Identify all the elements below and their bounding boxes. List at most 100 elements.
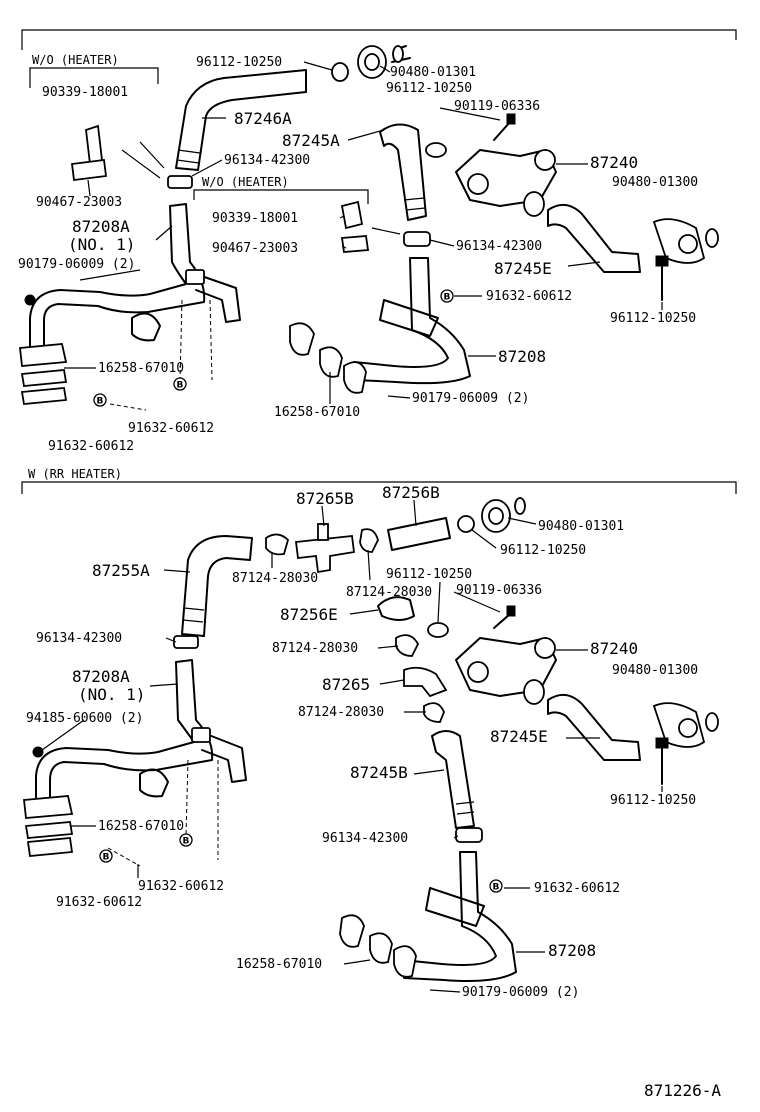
label-no1: (NO. 1) bbox=[68, 235, 135, 254]
label-87255A: 87255A bbox=[92, 561, 150, 580]
hose-87245A bbox=[379, 123, 427, 221]
label-90339-18001: 90339-18001 bbox=[212, 211, 298, 226]
clamp-96134-42300-bottom-b bbox=[455, 827, 483, 843]
label-96134-42300: 96134-42300 bbox=[224, 153, 310, 168]
top-leaders bbox=[64, 61, 663, 404]
gasket-16258-67010-bottom-a bbox=[339, 914, 365, 948]
clamp-96112-10250-bottom bbox=[457, 515, 475, 533]
gasket-16258-67010-bottom-b bbox=[369, 932, 393, 964]
label-90179-06009: 90179-06009 (2) bbox=[18, 257, 135, 272]
label-96112-10250: 96112-10250 bbox=[610, 793, 696, 808]
figure-id: 871226-A bbox=[644, 1081, 721, 1100]
plug-90339-18001-mid bbox=[340, 200, 364, 230]
flange-bottom bbox=[23, 795, 74, 819]
hose-87256B bbox=[387, 517, 451, 551]
mid-section-title: W/O (HEATER) bbox=[202, 175, 289, 189]
label-90480-01301: 90480-01301 bbox=[538, 519, 624, 534]
label-96112-10250: 96112-10250 bbox=[386, 567, 472, 582]
label-91632-60612: 91632-60612 bbox=[128, 421, 214, 436]
clamp-96134-42300-mid bbox=[403, 231, 431, 247]
label-87245E: 87245E bbox=[494, 259, 552, 278]
section-frames: W/O (HEATER) W/O (HEATER) W (RR HEATER) bbox=[21, 29, 737, 494]
bolt-90119-06336-top bbox=[506, 113, 516, 125]
clamp-87124-28030-d bbox=[423, 702, 445, 723]
label-90179-06009: 90179-06009 (2) bbox=[462, 985, 579, 1000]
label-96112-10250: 96112-10250 bbox=[196, 55, 282, 70]
elbow-87265 bbox=[403, 666, 448, 698]
label-90339-18001: 90339-18001 bbox=[42, 85, 128, 100]
label-87245A: 87245A bbox=[282, 131, 340, 150]
label-16258-67010: 16258-67010 bbox=[98, 361, 184, 376]
bottom-labels: 87265B 87256B 90480-01301 87255A 87124-2… bbox=[26, 483, 698, 1000]
gasket-16258-67010-top-a bbox=[289, 322, 315, 356]
label-90480-01301: 90480-01301 bbox=[390, 65, 476, 80]
label-90467-23003: 90467-23003 bbox=[212, 241, 298, 256]
label-87240: 87240 bbox=[590, 153, 638, 172]
label-87208: 87208 bbox=[548, 941, 596, 960]
label-90119-06336: 90119-06336 bbox=[456, 583, 542, 598]
label-91632-60612: 91632-60612 bbox=[138, 879, 224, 894]
clamp-87124-28030-c bbox=[395, 634, 420, 657]
svg-text:B: B bbox=[444, 293, 451, 303]
svg-text:B: B bbox=[493, 883, 500, 893]
label-16258-67010: 16258-67010 bbox=[236, 957, 322, 972]
label-87208A: 87208A bbox=[72, 217, 130, 236]
bottom-bolt-marks: B B B bbox=[99, 833, 503, 893]
label-87265B: 87265B bbox=[296, 489, 354, 508]
svg-text:B: B bbox=[97, 397, 104, 407]
label-87124-28030: 87124-28030 bbox=[346, 585, 432, 600]
housing-87240-bottom bbox=[455, 637, 557, 697]
label-87256B: 87256B bbox=[382, 483, 440, 502]
label-87124-28030: 87124-28030 bbox=[232, 571, 318, 586]
pipe-87208-top bbox=[353, 257, 471, 385]
svg-text:B: B bbox=[183, 837, 190, 847]
hose-87256E bbox=[377, 596, 415, 621]
flange-top bbox=[19, 343, 68, 367]
label-96112-10250: 96112-10250 bbox=[610, 311, 696, 326]
label-no1: (NO. 1) bbox=[78, 685, 145, 704]
label-90480-01300: 90480-01300 bbox=[612, 663, 698, 678]
label-91632-60612: 91632-60612 bbox=[56, 895, 142, 910]
bottom-leaders bbox=[41, 499, 663, 993]
bottom-parts bbox=[23, 497, 719, 982]
housing-87240-top bbox=[455, 149, 557, 207]
pipe-87208-bottom bbox=[401, 851, 517, 982]
label-87208A: 87208A bbox=[72, 667, 130, 686]
clamp-87124-28030-a bbox=[265, 533, 290, 556]
hose-87245E-bottom bbox=[547, 693, 641, 761]
clamp-87124-28030-b bbox=[359, 528, 379, 553]
label-96134-42300: 96134-42300 bbox=[36, 631, 122, 646]
label-87245B: 87245B bbox=[350, 763, 408, 782]
label-96112-10250: 96112-10250 bbox=[386, 81, 472, 96]
label-87256E: 87256E bbox=[280, 605, 338, 624]
label-16258-67010: 16258-67010 bbox=[98, 819, 184, 834]
top-section-title: W/O (HEATER) bbox=[32, 53, 119, 67]
bolt-90119-06336-bottom bbox=[506, 605, 516, 617]
label-90480-01300: 90480-01300 bbox=[612, 175, 698, 190]
svg-text:B: B bbox=[177, 381, 184, 391]
clamp-96134-42300-top bbox=[167, 175, 193, 189]
hose-87255A bbox=[181, 535, 253, 637]
bottom-section-title: W (RR HEATER) bbox=[28, 467, 122, 481]
label-91632-60612: 91632-60612 bbox=[48, 439, 134, 454]
clamp-96112-10250-top bbox=[331, 62, 349, 82]
top-bolt-marks: B B B bbox=[93, 289, 454, 407]
clamp-90467-23003-mid bbox=[340, 235, 370, 253]
top-labels: 96112-10250 90480-01301 96112-10250 9033… bbox=[18, 55, 698, 454]
label-96112-10250: 96112-10250 bbox=[500, 543, 586, 558]
label-87124-28030: 87124-28030 bbox=[298, 705, 384, 720]
clamp-96112-10250-mid bbox=[425, 142, 447, 158]
label-16258-67010: 16258-67010 bbox=[274, 405, 360, 420]
label-94185-60600: 94185-60600 (2) bbox=[26, 711, 143, 726]
label-87265: 87265 bbox=[322, 675, 370, 694]
label-90179-06009: 90179-06009 (2) bbox=[412, 391, 529, 406]
label-90467-23003: 90467-23003 bbox=[36, 195, 122, 210]
clamp-96134-42300-bottom bbox=[173, 635, 199, 649]
clamp-90467-23003-top bbox=[70, 158, 108, 182]
label-96134-42300: 96134-42300 bbox=[322, 831, 408, 846]
gasket-16258-67010-top-b bbox=[319, 346, 343, 378]
hose-87245E-top bbox=[547, 203, 641, 273]
label-87208: 87208 bbox=[498, 347, 546, 366]
